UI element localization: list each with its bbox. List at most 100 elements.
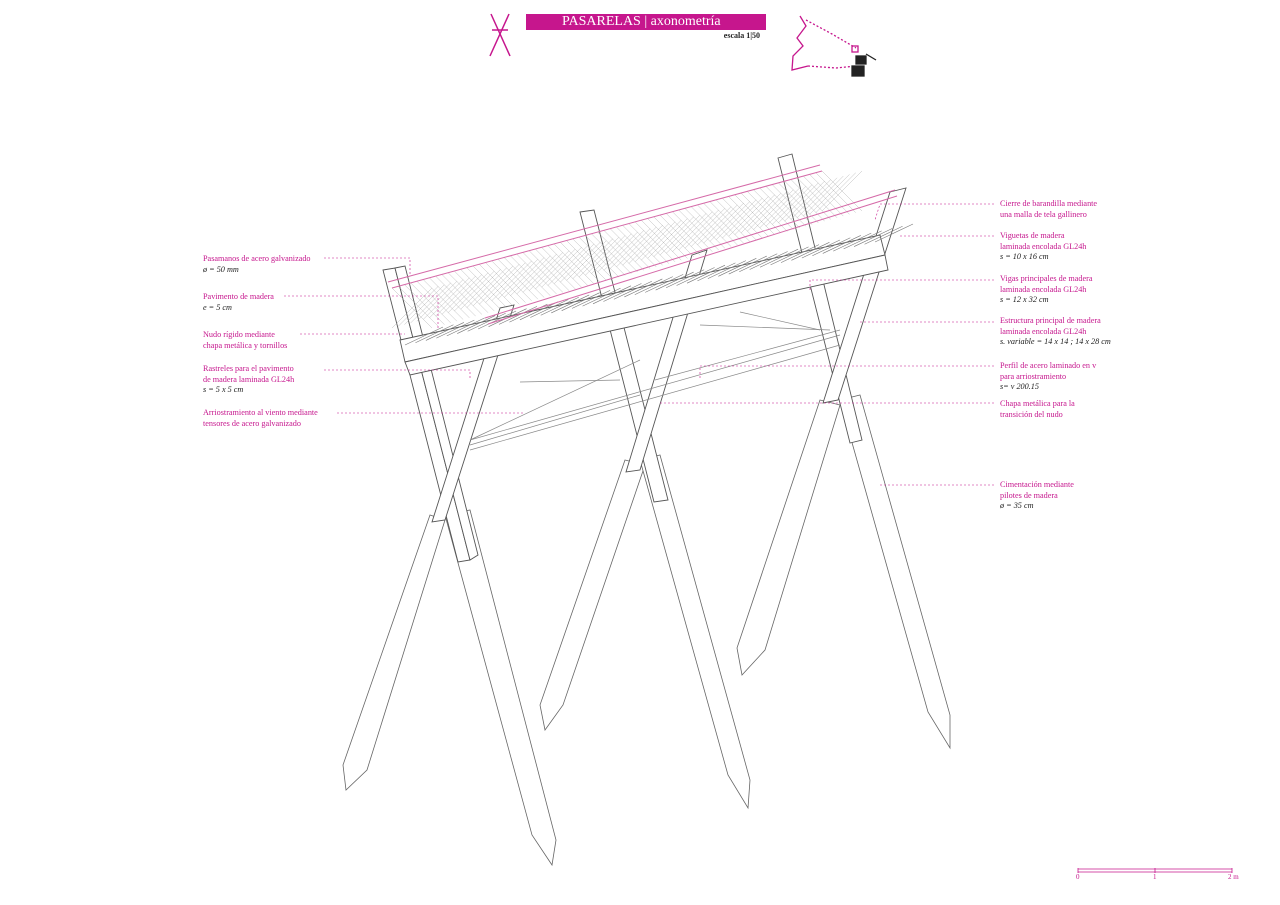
label-text: tensores de acero galvanizado — [203, 418, 301, 428]
mesh-strand — [647, 218, 688, 259]
deck-board — [530, 299, 569, 318]
label-railing-mesh: Cierre de barandilla mediante una malla … — [1000, 199, 1097, 220]
deck-board — [707, 260, 747, 279]
scale-text: escala 1|50 — [723, 31, 760, 40]
deck-board — [665, 269, 705, 289]
deck-board — [791, 242, 830, 261]
mesh-strand — [703, 203, 744, 244]
mesh-strand — [429, 277, 470, 318]
deck-board — [864, 226, 903, 245]
mesh-strand — [528, 250, 570, 291]
mesh-strand — [672, 211, 713, 252]
label-dimension: ø = 50 mm — [203, 264, 239, 274]
label-battens: Rastreles para el pavimento de madera la… — [203, 364, 294, 396]
label-dimension: ø = 35 cm — [1000, 501, 1034, 510]
title-separator: | — [644, 14, 648, 29]
title-sub: axonometría — [650, 14, 721, 29]
title-bar: PASARELAS | axonometría — [526, 14, 766, 30]
deck-board — [655, 271, 694, 291]
mesh-strand — [578, 236, 620, 278]
mesh-strand — [510, 255, 551, 296]
x-logo — [489, 13, 511, 57]
deck-board — [477, 310, 517, 330]
label-steel-profile: Perfil de acero laminado en v para arrio… — [1000, 361, 1096, 393]
mesh-strand — [641, 220, 682, 261]
deck-board — [770, 246, 809, 266]
deck-board — [822, 235, 861, 254]
mesh-strand — [772, 184, 813, 225]
mesh-strand — [447, 272, 489, 313]
mesh-strand — [697, 204, 738, 246]
label-text: laminada encolada GL24h — [1000, 241, 1087, 251]
label-text: Chapa metálica para la — [1000, 399, 1075, 408]
mesh-strand — [566, 240, 607, 281]
label-text: de madera laminada GL24h — [203, 374, 295, 384]
deck-board — [812, 237, 851, 257]
deck-board — [613, 280, 653, 300]
mesh-strand — [416, 281, 458, 322]
mesh-strand — [609, 228, 651, 269]
mesh-strand — [597, 231, 638, 273]
title-main: PASARELAS — [562, 14, 641, 29]
label-text: transición del nudo — [1000, 409, 1063, 419]
label-dimension: e = 5 cm — [203, 302, 232, 312]
mesh-strand — [690, 206, 732, 247]
mesh-strand — [821, 170, 863, 212]
mesh-strand — [709, 201, 750, 242]
mesh-strand — [790, 179, 831, 220]
deck-board — [833, 232, 872, 252]
mesh-strand — [603, 230, 645, 271]
callout-leaders — [284, 203, 994, 486]
label-metal-plate: Chapa metálica para la transición del nu… — [1000, 399, 1075, 420]
deck-board — [436, 319, 475, 339]
deck-board — [728, 255, 767, 275]
mesh-strand — [591, 233, 632, 274]
mesh-strand — [678, 209, 719, 251]
deck-board — [686, 264, 726, 284]
mesh-strand — [616, 226, 657, 268]
label-text: Cierre de barandilla mediante — [1000, 199, 1098, 208]
mesh-strand — [659, 214, 701, 256]
deck-board — [582, 287, 621, 307]
deck-board — [645, 274, 684, 293]
scale-bar — [1077, 868, 1233, 873]
label-rigid-node: Nudo rígido mediante chapa metálica y to… — [203, 330, 287, 351]
label-text: Vigas principales de madera — [1000, 274, 1093, 283]
label-dimension: s = 10 x 16 cm — [1000, 252, 1049, 261]
mesh-strand — [747, 191, 788, 232]
mesh-strand — [522, 252, 564, 293]
label-text: Pasamanos de acero galvanizado — [203, 254, 311, 263]
mesh-strand — [404, 284, 445, 325]
mesh-strand — [454, 270, 495, 312]
mesh-strand — [479, 264, 520, 305]
scale-tick-2: 2 m — [1228, 873, 1239, 881]
mesh-strand — [585, 235, 626, 276]
mesh-strand — [497, 259, 539, 300]
label-text: Pavimento de madera — [203, 292, 274, 301]
deck-board — [801, 239, 841, 259]
label-dimension: s = 5 x 5 cm — [203, 385, 244, 394]
label-text: Cimentación mediante — [1000, 480, 1074, 489]
deck-board — [780, 244, 820, 263]
mesh-strand — [516, 253, 557, 295]
label-text: Perfil de acero laminado en v — [1000, 361, 1097, 370]
deck-board — [498, 306, 538, 325]
label-pavement: Pavimento de madera e = 5 cm — [203, 292, 274, 313]
location-key-map — [791, 15, 877, 77]
mesh-strand — [553, 243, 595, 285]
label-foundation: Cimentación mediante pilotes de madera ø… — [1000, 480, 1074, 512]
mesh-strand — [628, 223, 669, 264]
deck-board — [561, 292, 600, 311]
mesh-strand — [423, 279, 464, 320]
mesh-strand — [560, 242, 601, 283]
label-handrail: Pasamanos de acero galvanizado ø = 50 mm — [203, 254, 311, 275]
label-dimension: s. variable = 14 x 14 ; 14 x 28 cm — [1000, 337, 1111, 346]
scale-tick-1: 1 — [1153, 873, 1157, 881]
deck-board — [592, 285, 632, 305]
label-text: Estructura principal de madera — [1000, 316, 1101, 325]
mesh-strand — [441, 274, 482, 315]
mesh-strand — [778, 182, 819, 224]
mesh-strand — [391, 287, 433, 329]
mesh-strand — [460, 269, 501, 310]
